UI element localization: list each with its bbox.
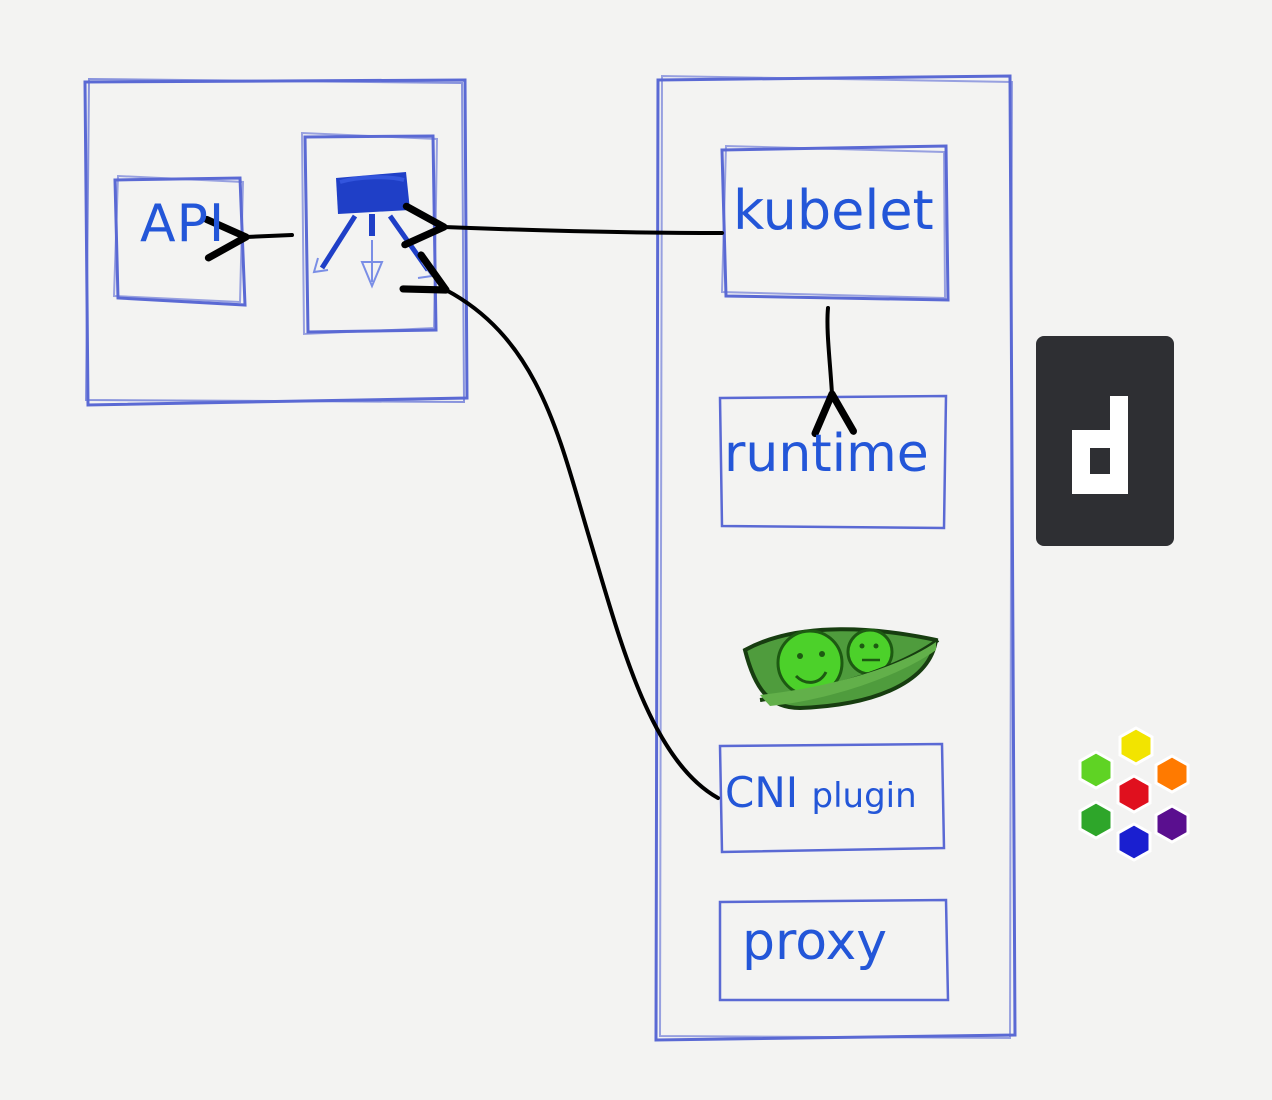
proxy-label: proxy <box>742 912 888 972</box>
arrow-kubelet-to-runtime <box>811 306 858 438</box>
arrow-scheduler-to-api <box>203 215 294 262</box>
runtime-label: runtime <box>724 424 929 484</box>
arrow-kubelet-to-scheduler <box>401 202 724 249</box>
arrow-cni-to-scheduler <box>399 251 720 800</box>
api-label: API <box>140 194 226 254</box>
cni-plugin-label: CNI plugin <box>725 772 917 814</box>
cni-label: CNI <box>725 768 799 817</box>
peapod-icon <box>742 627 940 711</box>
cni-suffix-label: plugin <box>811 776 917 816</box>
scheduler-icon <box>312 172 434 289</box>
node-box <box>654 74 1017 1042</box>
api-box <box>112 174 247 307</box>
hexagon-cluster-icon <box>1078 726 1190 862</box>
kubelet-label: kubelet <box>733 179 934 242</box>
proxy-box <box>718 898 950 1002</box>
scheduler-box <box>300 131 439 336</box>
cni-box <box>718 742 946 854</box>
runtime-box <box>718 394 948 530</box>
control-plane-box <box>83 77 469 407</box>
kubelet-box <box>720 144 950 302</box>
docker-d-icon <box>1036 336 1174 546</box>
